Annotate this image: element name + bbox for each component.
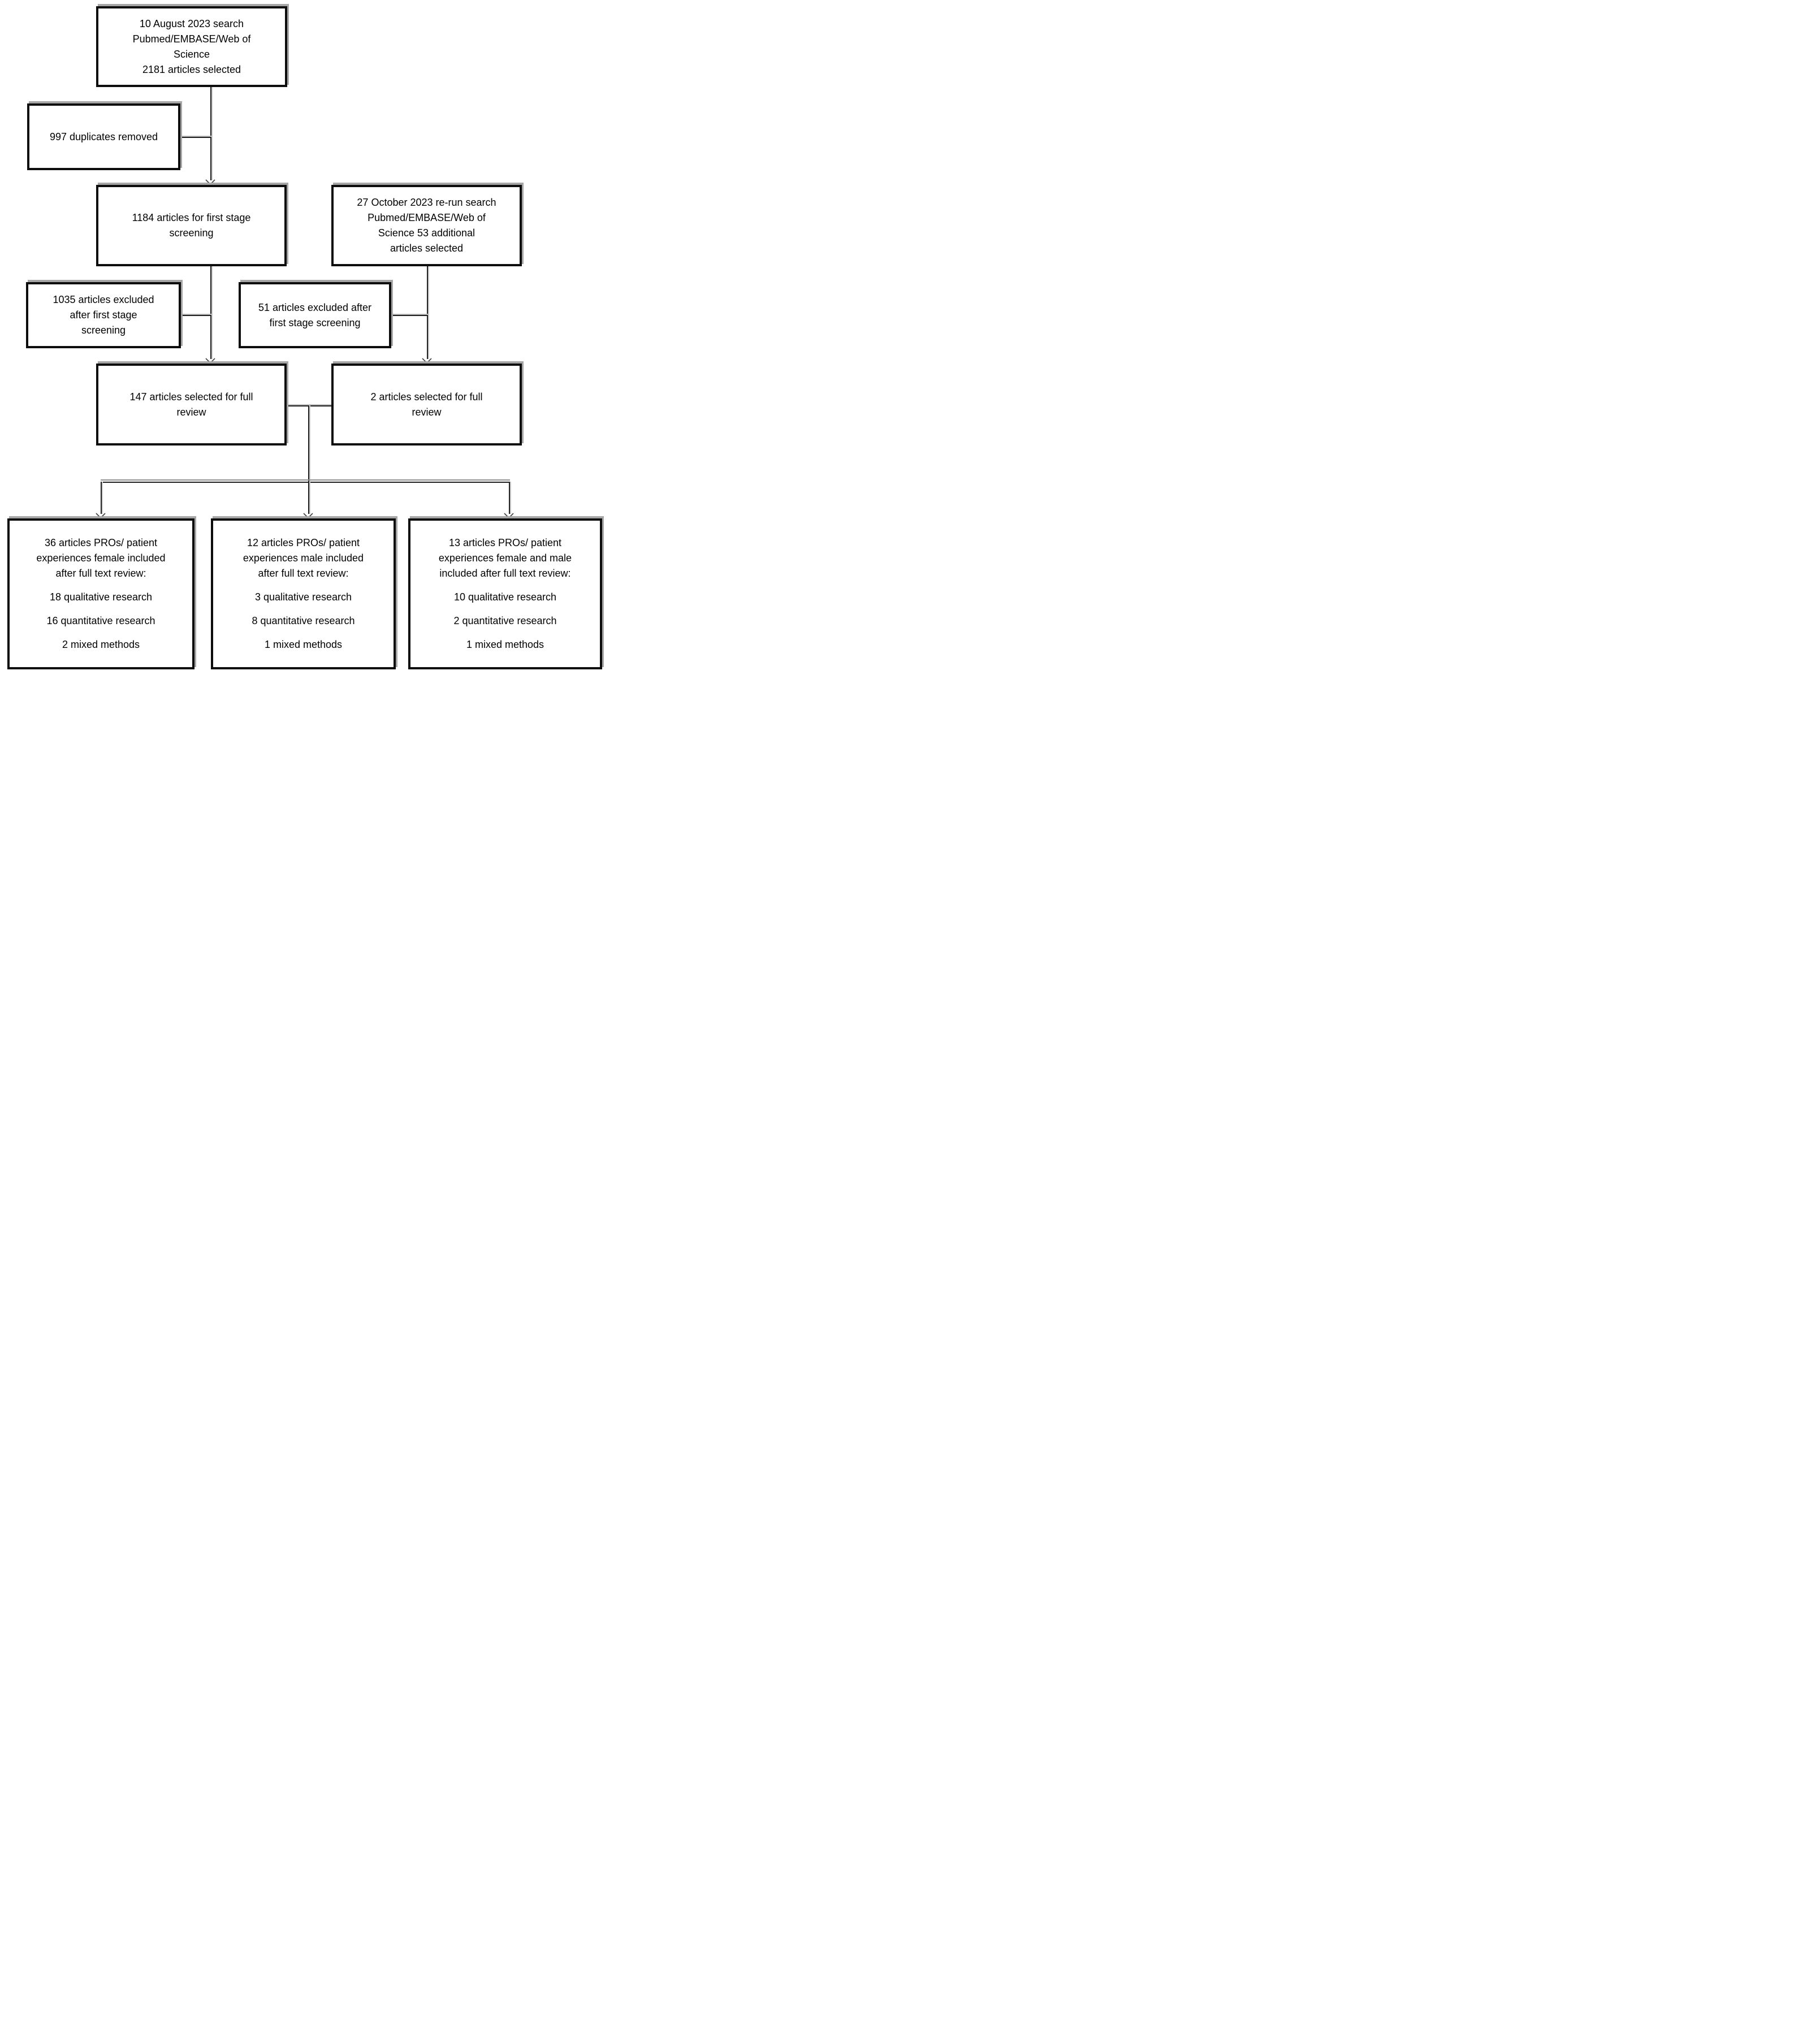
arrow-down-icon: [205, 358, 215, 364]
node-included-male: 12 articles PROs/ patient experiences ma…: [211, 518, 396, 669]
flowchart-canvas: 10 August 2023 search Pubmed/EMBASE/Web …: [0, 0, 607, 678]
stat-quantitative: 16 quantitative research: [46, 615, 155, 626]
arrow-down-icon: [96, 513, 106, 518]
stat-mixed-methods: 1 mixed methods: [466, 639, 544, 650]
connector-excluded-rerun-branch: [390, 315, 428, 316]
stat-mixed-methods: 1 mixed methods: [264, 639, 343, 650]
arrow-down-icon: [205, 179, 215, 185]
connector-screening-to-full-review: [210, 266, 211, 359]
node-initial-search: 10 August 2023 search Pubmed/EMBASE/Web …: [96, 6, 287, 87]
stat-mixed-methods: 2 mixed methods: [62, 639, 140, 650]
node-included-female-male-title: 13 articles PROs/ patient experiences fe…: [438, 537, 572, 579]
connector-excluded-first-branch: [180, 315, 211, 316]
arrow-down-icon: [504, 513, 514, 518]
node-excluded-first-stage: 1035 articles excluded after first stage…: [26, 282, 181, 348]
node-excluded-rerun: 51 articles excluded after first stage s…: [239, 282, 391, 348]
connector-rerun-to-full-review: [427, 266, 428, 359]
connector-drop-middle: [308, 482, 309, 514]
node-included-female-title: 36 articles PROs/ patient experiences fe…: [36, 537, 166, 579]
connector-search-to-screening: [210, 87, 211, 180]
connector-between-full-review-boxes: [287, 405, 332, 406]
stat-quantitative: 8 quantitative research: [252, 615, 355, 626]
connector-drop-left: [101, 482, 102, 514]
arrow-down-icon: [422, 358, 432, 364]
stat-quantitative: 2 quantitative research: [453, 615, 557, 626]
node-full-review-rerun: 2 articles selected for full review: [331, 364, 522, 445]
connector-full-review-to-split: [308, 405, 309, 483]
node-included-female: 36 articles PROs/ patient experiences fe…: [7, 518, 194, 669]
node-rerun-search: 27 October 2023 re-run search Pubmed/EMB…: [331, 185, 522, 266]
node-included-female-male: 13 articles PROs/ patient experiences fe…: [408, 518, 602, 669]
connector-drop-right: [509, 482, 510, 514]
stat-qualitative: 3 qualitative research: [254, 591, 352, 603]
arrow-down-icon: [303, 513, 313, 518]
node-first-stage-screening: 1184 articles for first stage screening: [96, 185, 287, 266]
node-included-male-title: 12 articles PROs/ patient experiences ma…: [243, 537, 364, 579]
connector-split-bar: [101, 482, 510, 483]
stat-qualitative: 10 qualitative research: [453, 591, 557, 603]
connector-duplicates-branch: [179, 137, 211, 138]
node-full-review: 147 articles selected for full review: [96, 364, 287, 445]
stat-qualitative: 18 qualitative research: [49, 591, 153, 603]
node-duplicates-removed: 997 duplicates removed: [27, 103, 180, 170]
